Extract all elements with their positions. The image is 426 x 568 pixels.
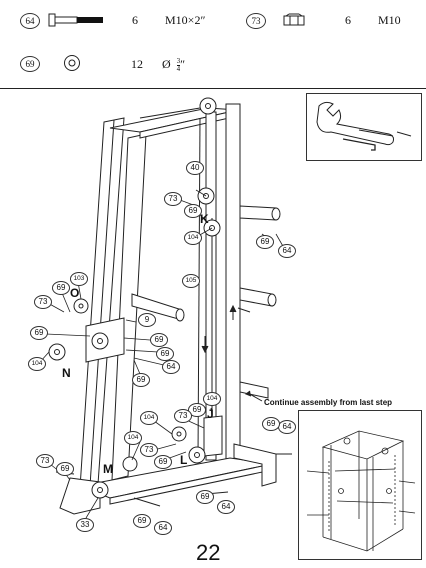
callout-64b: 64 [162,360,180,374]
callout-33: 33 [76,518,94,532]
letter-L: L [180,453,188,467]
part-69-fraction-num: 3 [176,56,181,65]
callout-104d: 104 [140,411,158,425]
callout-69i: 69 [154,455,172,469]
part-64-badge: 64 [20,13,40,29]
callout-69b: 69 [256,235,274,249]
part-69-fraction-den: 4 [176,64,181,73]
callout-73e: 73 [36,454,54,468]
callout-69c: 69 [52,281,70,295]
letter-M: M [103,462,113,476]
letter-N: N [62,366,71,380]
callout-64a: 64 [278,244,296,258]
bolt-icon [48,13,103,27]
machine-overview-drawing [306,430,416,552]
callout-64e: 64 [154,521,172,535]
callout-9: 9 [138,313,156,327]
callout-105: 105 [182,274,200,288]
part-73-qty: 6 [345,13,351,27]
callout-69m: 69 [133,514,151,528]
callout-69g: 69 [132,373,150,387]
callout-73b: 73 [34,295,52,309]
part-69-spec-prefix: Ø [162,57,171,71]
assembly-drawing [39,97,292,519]
page-number: 22 [196,540,221,565]
part-69-badge: 69 [20,56,40,72]
continue-note: Continue assembly from last step [264,398,393,407]
callout-69k: 69 [56,462,74,476]
callout-69d: 69 [30,326,48,340]
callout-104c: 104 [203,392,221,406]
callout-40: 40 [186,161,204,175]
callout-69j: 69 [262,417,280,431]
part-73-spec: M10 [378,13,401,27]
callout-69h: 69 [188,403,206,417]
part-73-badge: 73 [246,13,266,29]
part-64-spec: M10×2″ [165,13,206,27]
nut-icon [283,13,305,26]
callout-73d: 73 [140,443,158,457]
callout-73a: 73 [164,192,182,206]
callout-104e: 104 [124,431,142,445]
reference-inset [298,410,422,560]
callout-73c: 73 [174,409,192,423]
callout-64c: 64 [278,420,296,434]
part-69-spec-unit: ″ [180,57,186,71]
callout-104b: 104 [28,357,46,371]
tools-inset [306,93,422,161]
callout-69e: 69 [150,333,168,347]
callout-104a: 104 [184,231,202,245]
part-69-fraction: 3 4 [176,56,181,73]
part-64-qty: 6 [132,13,138,27]
hex-key-icon [342,138,376,151]
parts-list: 64 6 M10×2″ 73 6 M10 69 12 Ø 3 4 ″ [0,0,426,89]
letter-K: K [200,212,209,226]
washer-icon [64,55,80,71]
wrench-icon [316,101,412,151]
letter-O: O [70,286,80,300]
part-69-spec: Ø 3 4 ″ [162,57,185,73]
part-69-qty: 12 [131,57,143,71]
callout-69a: 69 [184,204,202,218]
callout-64d: 64 [217,500,235,514]
callout-103: 103 [70,272,88,286]
callout-69l: 69 [196,490,214,504]
callout-69f: 69 [156,347,174,361]
letter-J: J [207,407,214,421]
